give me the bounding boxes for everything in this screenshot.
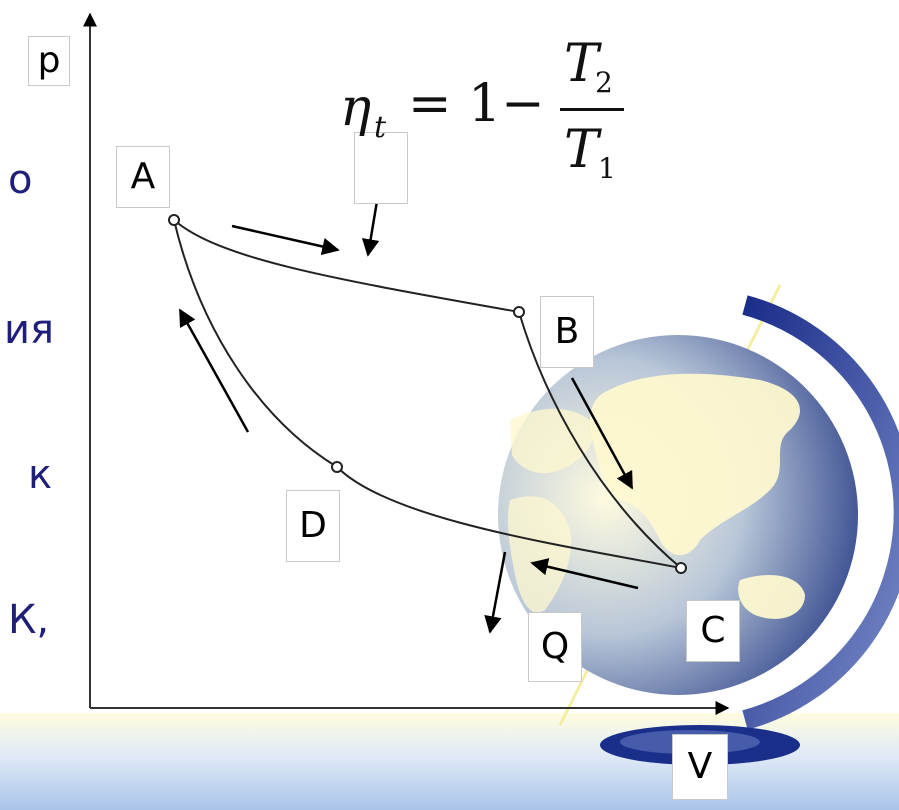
formula-numerator: T [564, 34, 599, 94]
point-label-b: B [540, 296, 594, 368]
point-label-c: C [686, 600, 740, 662]
formula-eta: η [340, 78, 372, 138]
curve-d-a [173, 219, 338, 468]
curve-c-d [336, 466, 682, 569]
x-axis-label: V [672, 734, 728, 800]
y-axis-label: p [28, 36, 70, 86]
state-point-c [675, 562, 687, 574]
state-point-d [331, 461, 343, 473]
formula-fraction-bar [560, 108, 624, 111]
point-label-d: D [286, 490, 340, 562]
heat-out-label: Q [528, 612, 582, 682]
state-point-b [513, 306, 525, 318]
point-label-a: A [116, 146, 170, 208]
formula-denominator-subscript: 1 [598, 152, 616, 185]
arrow-d-a [178, 308, 250, 433]
state-point-a [168, 214, 180, 226]
formula-eta-subscript: t [374, 110, 387, 145]
arrow-heat-in [361, 194, 380, 257]
curve-a-b [173, 219, 520, 313]
slide-text-fragment-2: ия [4, 307, 55, 353]
arrow-b-c [570, 377, 634, 490]
slide-text-fragment-3: к [28, 452, 53, 498]
formula-equals-one-minus: = 1− [408, 74, 545, 134]
efficiency-formula: η t = 1− T 2 T 1 [340, 34, 640, 200]
arrow-heat-out [484, 551, 507, 634]
arrow-c-d [530, 558, 639, 590]
formula-numerator-subscript: 2 [595, 66, 613, 99]
slide-text-fragment-4: К, [8, 597, 50, 643]
heat-in-label-box [354, 132, 408, 204]
formula-denominator: T [564, 120, 599, 180]
arrow-a-b [231, 224, 340, 256]
slide-text-fragment-1: о [8, 157, 33, 203]
curve-b-c [518, 311, 682, 569]
